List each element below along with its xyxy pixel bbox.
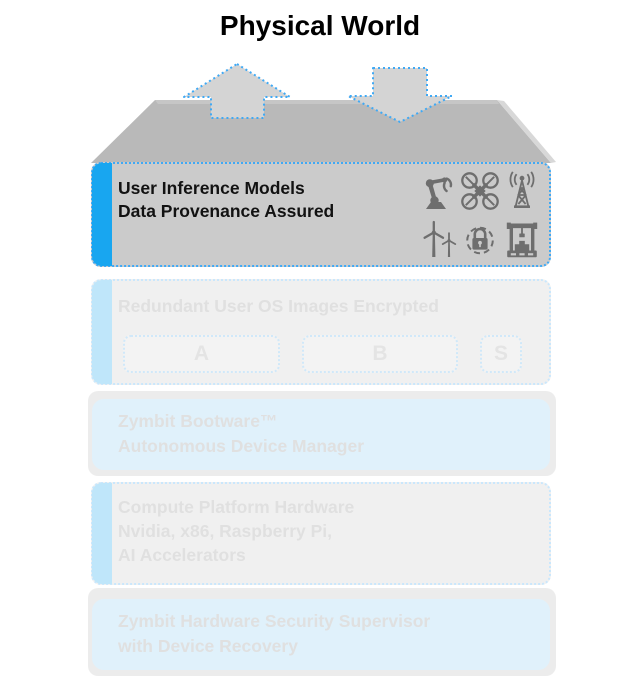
compute-line2: Nvidia, x86, Raspberry Pi, [118, 521, 332, 541]
layer-bootware-text: Zymbit Bootware™ Autonomous Device Manag… [118, 409, 364, 459]
layer-compute-panel: Compute Platform Hardware Nvidia, x86, R… [91, 482, 551, 585]
user-inference-line2: Data Provenance Assured [118, 201, 335, 221]
bootware-line2: Autonomous Device Manager [118, 436, 365, 456]
up-arrow-icon [183, 63, 291, 119]
page-title: Physical World [219, 10, 421, 41]
blue-accent-bar [92, 163, 112, 266]
application-icons [417, 167, 543, 263]
user-inference-layer: User Inference Models Data Provenance As… [91, 162, 551, 267]
slab-right-edge [497, 100, 556, 163]
robot-arm-icon [425, 177, 453, 209]
supervisor-line1: Zymbit Hardware Security Supervisor [118, 611, 431, 631]
layer-bootware-backband [88, 391, 556, 476]
layer-supervisor-text: Zymbit Hardware Security Supervisor with… [118, 609, 430, 659]
user-inference-line1: User Inference Models [118, 178, 305, 198]
os-image-slot-s: S [480, 335, 522, 373]
secure-lock-icon [466, 226, 494, 255]
os-image-slot-b: B [302, 335, 458, 373]
layer-compute-text: Compute Platform Hardware Nvidia, x86, R… [118, 495, 354, 567]
layer-bootware: Zymbit Bootware™ Autonomous Device Manag… [88, 391, 556, 476]
layer-supervisor-backband [88, 588, 556, 676]
layer-os-images-panel: Redundant User OS Images Encrypted A B S [91, 279, 551, 385]
drone-icon [461, 172, 499, 210]
layer-os-images-title: Redundant User OS Images Encrypted [118, 296, 439, 316]
down-arrow-icon [347, 67, 453, 123]
layer-compute: Compute Platform Hardware Nvidia, x86, R… [91, 482, 551, 585]
os-image-slot-a: A [123, 335, 280, 373]
user-inference-text: User Inference Models Data Provenance As… [118, 177, 334, 223]
layer-supervisor: Zymbit Hardware Security Supervisor with… [88, 588, 556, 676]
layer-bootware-panel [92, 399, 550, 470]
blue-accent-bar [92, 280, 112, 384]
slab-top-graphic [91, 63, 556, 163]
compute-line1: Compute Platform Hardware [118, 497, 355, 517]
supervisor-line2: with Device Recovery [118, 636, 298, 656]
industrial-machine-icon [506, 222, 538, 258]
layer-os-images: Redundant User OS Images Encrypted A B S [91, 279, 551, 385]
radio-tower-icon [509, 171, 535, 208]
wind-turbine-icon [423, 220, 457, 257]
blue-accent-bar [92, 483, 112, 584]
compute-line3: AI Accelerators [118, 545, 246, 565]
bootware-line1: Zymbit Bootware™ [118, 411, 278, 431]
slab-top-face [91, 100, 551, 163]
layer-supervisor-panel [92, 599, 550, 670]
slab-top-highlight [155, 100, 499, 104]
